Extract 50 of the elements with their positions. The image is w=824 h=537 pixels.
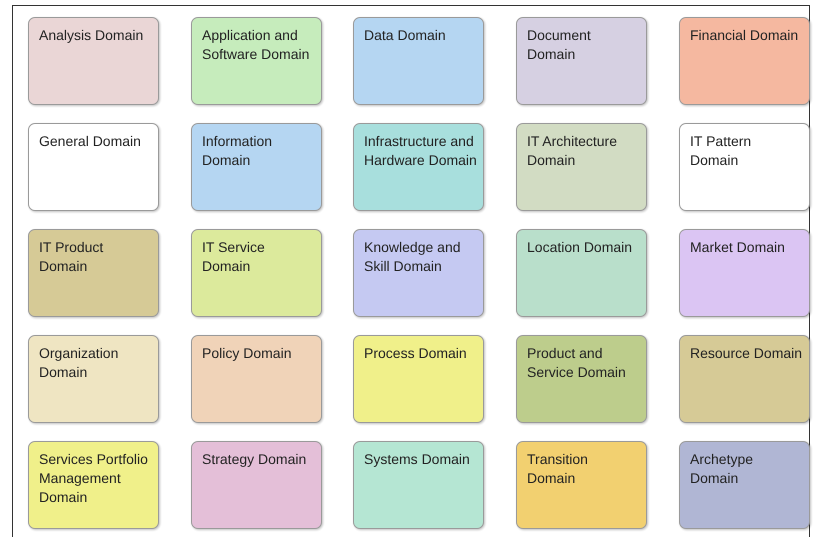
domain-label: Policy Domain <box>202 344 292 363</box>
domain-label: Knowledge and Skill Domain <box>364 238 462 276</box>
domain-box <box>353 441 484 529</box>
domain-label: Archetype Domain <box>690 450 754 488</box>
domain-box <box>28 441 159 529</box>
domain-label: Product and Service Domain <box>527 344 627 382</box>
domain-label: Services Portfolio Management Domain <box>39 450 149 507</box>
domain-box <box>516 441 647 529</box>
domain-box <box>516 229 647 317</box>
domain-box <box>353 335 484 423</box>
domain-label: IT Architecture Domain <box>527 132 618 170</box>
domain-box <box>679 441 810 529</box>
domain-box <box>28 123 159 211</box>
domain-label: Financial Domain <box>690 26 800 45</box>
domain-box <box>679 17 810 105</box>
domain-label: Strategy Domain <box>202 450 308 469</box>
domain-box <box>353 229 484 317</box>
domain-label: Document Domain <box>527 26 592 64</box>
domain-box <box>28 335 159 423</box>
domain-label: Infrastructure and Hardware Domain <box>364 132 477 170</box>
domain-box <box>28 229 159 317</box>
domain-box <box>679 123 810 211</box>
domain-box <box>353 123 484 211</box>
domain-label: Analysis Domain <box>39 26 144 45</box>
domain-box <box>191 17 322 105</box>
domain-box <box>516 335 647 423</box>
domain-label: Organization Domain <box>39 344 120 382</box>
domain-label: Market Domain <box>690 238 786 257</box>
domain-box <box>679 335 810 423</box>
domain-box <box>191 335 322 423</box>
domain-label: Transition Domain <box>527 450 589 488</box>
domain-label: IT Pattern Domain <box>690 132 752 170</box>
domain-box <box>191 441 322 529</box>
domain-box <box>191 229 322 317</box>
domain-box <box>516 17 647 105</box>
domain-box <box>191 123 322 211</box>
domain-label: IT Product Domain <box>39 238 104 276</box>
domain-box <box>28 17 159 105</box>
domain-label: Information Domain <box>202 132 274 170</box>
domain-label: Location Domain <box>527 238 634 257</box>
domain-label: Data Domain <box>364 26 447 45</box>
domain-label: IT Service Domain <box>202 238 266 276</box>
domain-box <box>516 123 647 211</box>
domain-label: General Domain <box>39 132 142 151</box>
domain-box <box>353 17 484 105</box>
domain-box <box>679 229 810 317</box>
domain-label: Systems Domain <box>364 450 471 469</box>
domain-label: Resource Domain <box>690 344 803 363</box>
domain-label: Application and Software Domain <box>202 26 310 64</box>
domain-label: Process Domain <box>364 344 468 363</box>
